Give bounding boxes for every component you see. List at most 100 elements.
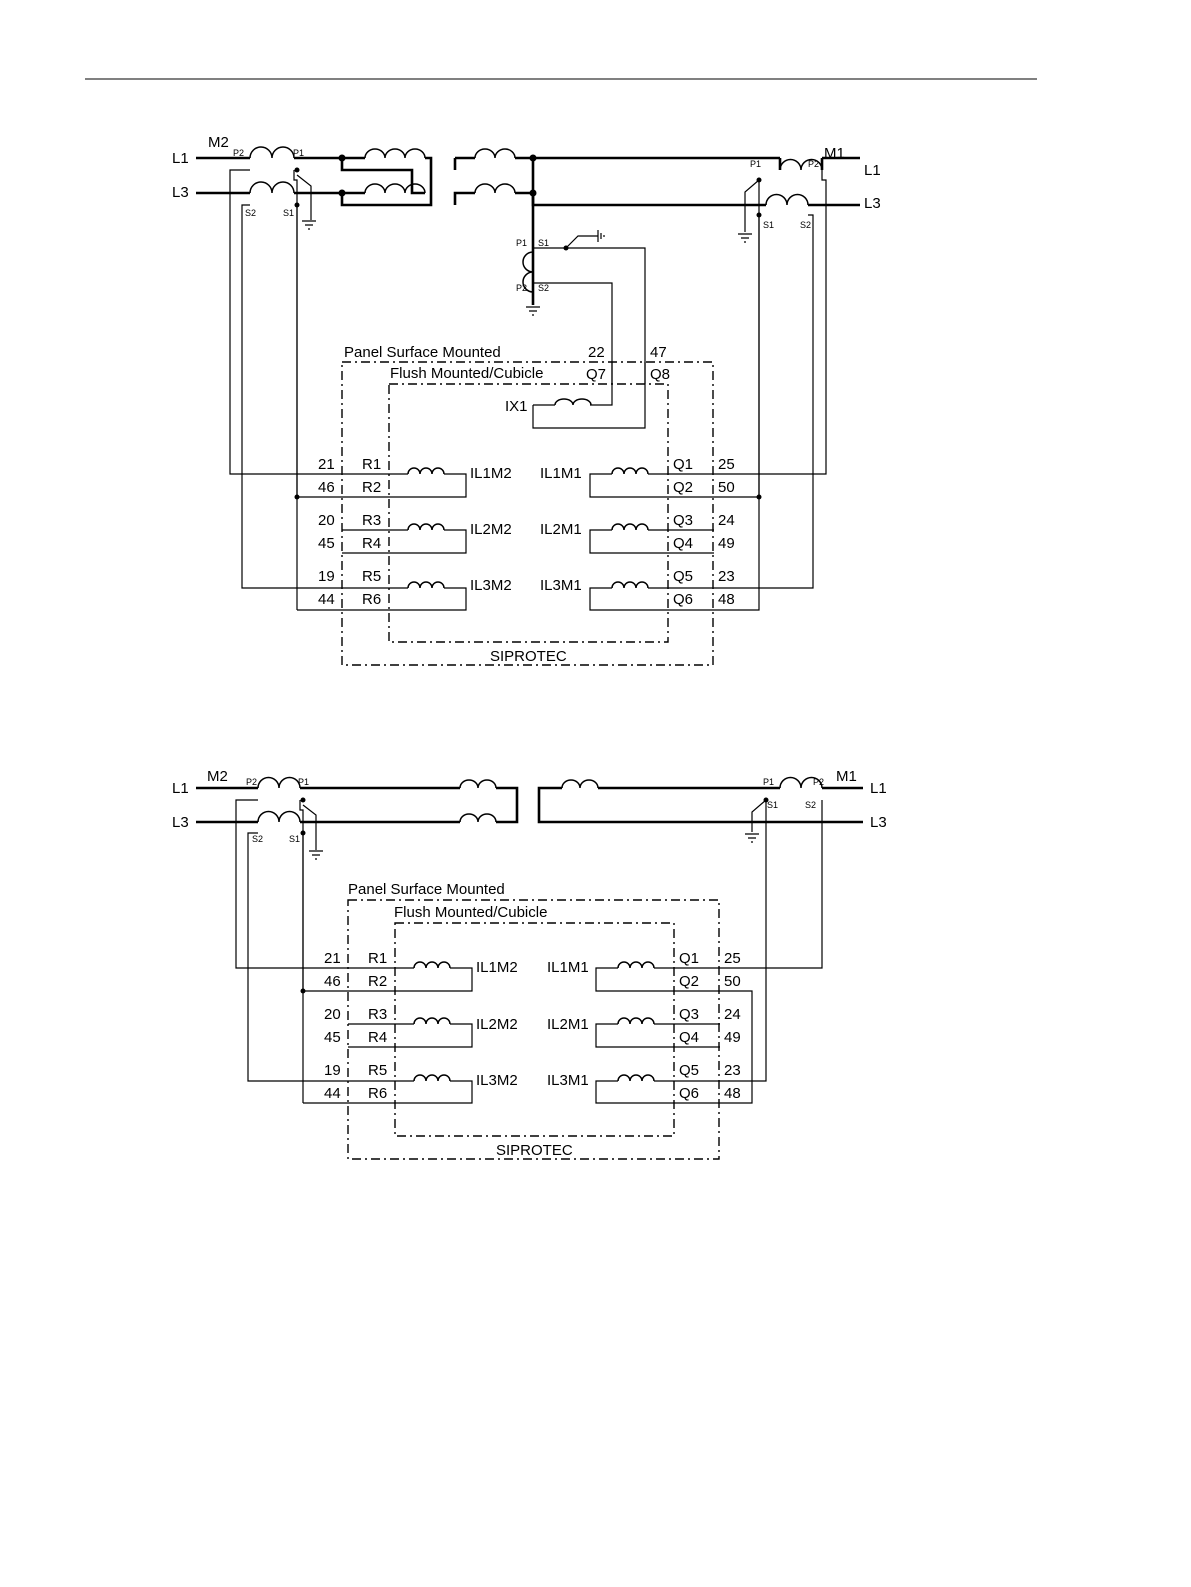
top-neutral-s2: S2 — [538, 283, 549, 293]
bottom-term-pin: Q1 — [679, 950, 699, 967]
top-m1-s2: S2 — [800, 220, 811, 230]
top-ct-m2-label: M2 — [208, 134, 229, 151]
bottom-flush-cubicle-label: Flush Mounted/Cubicle — [394, 904, 547, 921]
top-term-num: 19 — [318, 568, 335, 585]
bottom-coil-il1m2 — [413, 961, 451, 969]
bottom-term-pin: R6 — [368, 1085, 387, 1102]
top-m2-ground-switch — [296, 174, 312, 220]
bottom-m1-ground-switch — [751, 799, 767, 832]
bottom-m1-s1: S1 — [767, 800, 778, 810]
bottom-term-num: 25 — [724, 950, 741, 967]
bottom-term-num: 50 — [724, 973, 741, 990]
top-term-num: 24 — [718, 512, 735, 529]
top-term-num: 50 — [718, 479, 735, 496]
top-terminal-q8: Q8 — [650, 366, 670, 383]
bottom-term-num: 23 — [724, 1062, 741, 1079]
top-input-il2m2: IL2M2 — [470, 521, 512, 538]
bottom-coil-il3m2 — [413, 1074, 451, 1082]
bottom-right-terminal-block: Q1 25 Q2 50 Q3 24 Q4 49 Q5 23 Q6 48 — [679, 950, 741, 1102]
top-node — [294, 494, 300, 500]
top-term-pin: Q4 — [673, 535, 693, 552]
top-term-pin: Q1 — [673, 456, 693, 473]
bottom-term-num: 46 — [324, 973, 341, 990]
bottom-term-pin: R4 — [368, 1029, 387, 1046]
bottom-input-il1m2: IL1M2 — [476, 959, 518, 976]
top-input-ix1: IX1 — [505, 398, 528, 415]
top-node — [756, 494, 762, 500]
top-m1-p2: P2 — [808, 159, 819, 169]
bottom-wire-m1-return — [720, 990, 753, 1104]
bottom-coil-il2m2 — [413, 1017, 451, 1025]
bottom-input-il2m2: IL2M2 — [476, 1016, 518, 1033]
top-winding-m1-l3 — [474, 183, 516, 194]
top-flush-cubicle-label: Flush Mounted/Cubicle — [390, 365, 543, 382]
bottom-wire-m2-s2-l3 — [247, 832, 306, 1082]
top-term-pin: R1 — [362, 456, 381, 473]
top-winding-m1-l1 — [474, 148, 516, 159]
top-wire-m1-s1-l3 — [714, 215, 760, 611]
bottom-ct-m2-label: M2 — [207, 768, 228, 785]
bottom-term-num: 20 — [324, 1006, 341, 1023]
top-neutral-s1-wire — [532, 247, 646, 429]
top-term-pin: R5 — [362, 568, 381, 585]
bottom-m2-s1: S1 — [289, 834, 300, 844]
bottom-input-loop-il3m1 — [595, 1080, 720, 1104]
top-node — [338, 154, 346, 162]
bottom-term-num: 21 — [324, 950, 341, 967]
bottom-term-num: 24 — [724, 1006, 741, 1023]
top-ground-icon — [526, 306, 540, 316]
top-node — [529, 189, 537, 197]
top-input-il2m1: IL2M1 — [540, 521, 582, 538]
bottom-ground-icon — [309, 850, 323, 860]
bottom-ct-m1-label: M1 — [836, 768, 857, 785]
bottom-term-num: 44 — [324, 1085, 341, 1102]
top-neutral-p2: P2 — [516, 283, 527, 293]
top-input-loop-il3m2 — [297, 587, 467, 611]
top-neutral-s1: S1 — [538, 238, 549, 248]
top-node — [294, 202, 300, 208]
top-panel-surface-label: Panel Surface Mounted — [344, 344, 501, 361]
top-line-l1-right: L1 — [864, 162, 881, 179]
bottom-diagram: L1 L3 L1 L3 M2 M1 P2 P1 S2 S1 P1 P2 S1 S… — [172, 768, 887, 1160]
top-node — [563, 245, 569, 251]
top-ground-icon — [597, 230, 605, 242]
top-star-left — [340, 156, 433, 207]
bottom-input-loop-il2m1 — [595, 1023, 720, 1048]
top-line-l3-left: L3 — [172, 184, 189, 201]
top-node — [338, 189, 346, 197]
top-panel-surface-boundary — [341, 361, 714, 666]
bottom-flush-cubicle-boundary — [394, 922, 675, 1137]
bottom-ct-m1-l1-coil — [779, 776, 823, 789]
top-coil-il2m1 — [611, 523, 649, 531]
top-term-num: 48 — [718, 591, 735, 608]
bottom-m1-s2: S2 — [805, 800, 816, 810]
top-input-loop-il2m2 — [342, 529, 467, 554]
top-coil-il1m1 — [611, 467, 649, 475]
top-star-left-link — [340, 158, 414, 180]
bottom-m1-p2: P2 — [813, 777, 824, 787]
top-input-loop-il3m1 — [589, 587, 714, 611]
bottom-winding-m2-l1 — [459, 779, 497, 789]
top-input-il3m2: IL3M2 — [470, 577, 512, 594]
top-node — [756, 212, 762, 218]
top-diagram: L1 L3 L1 L3 M2 M1 P2 P1 S2 S1 P1 — [172, 134, 881, 666]
bottom-coil-il3m1 — [617, 1074, 655, 1082]
top-wire-m2-s2-l3 — [241, 204, 300, 589]
top-input-loop-il1m1 — [589, 473, 759, 498]
top-neutral-ct-coil — [522, 251, 534, 293]
bottom-term-pin: R3 — [368, 1006, 387, 1023]
top-node — [756, 177, 762, 183]
bottom-winding-m2-l3 — [459, 813, 497, 823]
top-ct-m1-l3-coil — [765, 193, 809, 206]
top-ground-icon — [302, 220, 316, 230]
bottom-panel-surface-label: Panel Surface Mounted — [348, 881, 505, 898]
top-right-terminal-block: Q1 25 Q2 50 Q3 24 Q4 49 Q5 23 Q6 48 — [673, 456, 735, 608]
top-term-num: 45 — [318, 535, 335, 552]
top-term-pin: R4 — [362, 535, 381, 552]
top-q7-q8-leads — [611, 362, 646, 384]
bottom-device-label: SIPROTEC — [496, 1142, 573, 1159]
bottom-panel-surface-boundary — [347, 899, 720, 1160]
bottom-ct-m2-l1-coil — [257, 776, 301, 789]
